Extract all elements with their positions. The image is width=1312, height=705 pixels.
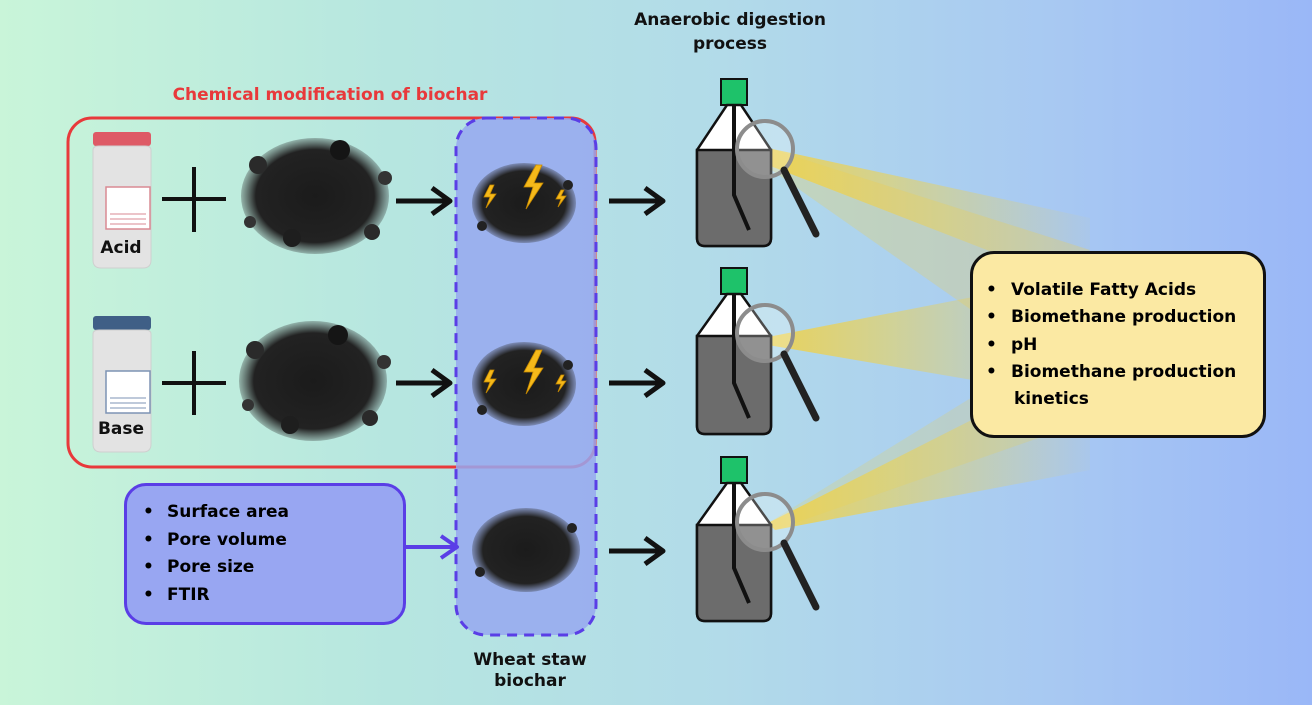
lightning-icon xyxy=(483,164,567,210)
magnifier-icon xyxy=(735,492,820,611)
anaerobic-digestion-title: Anaerobic digestion process xyxy=(600,8,860,56)
arrow-right-icon xyxy=(609,535,666,567)
biochar-pile-icon xyxy=(472,342,576,426)
magnifier-icon xyxy=(735,119,820,238)
arrow-right-icon xyxy=(609,185,666,217)
chemical-modification-title: Chemical modification of biochar xyxy=(172,85,488,105)
wheat-straw-biochar-title: Wheat staw biochar xyxy=(445,650,615,692)
list-item: Biomethane production xyxy=(973,359,1263,387)
characterization-box: Surface area Pore volume Pore size FTIR xyxy=(124,483,406,625)
list-item: Pore size xyxy=(127,554,403,582)
list-item: Pore volume xyxy=(127,527,403,555)
arrow-right-icon xyxy=(396,367,453,399)
base-label: Base xyxy=(97,419,145,439)
list-item-continuation: kinetics xyxy=(1014,389,1089,410)
arrow-right-icon xyxy=(402,534,459,560)
biochar-pile-icon xyxy=(241,138,392,254)
characterization-list: Surface area Pore volume Pore size FTIR xyxy=(127,486,403,609)
anaerobic-digestion-title-line1: Anaerobic digestion xyxy=(634,10,826,30)
list-item: Volatile Fatty Acids xyxy=(973,277,1263,305)
wheat-straw-biochar-title-line1: Wheat staw xyxy=(473,650,587,670)
arrow-right-icon xyxy=(396,185,453,217)
results-box: Volatile Fatty Acids Biomethane producti… xyxy=(970,251,1266,438)
arrow-right-icon xyxy=(609,367,666,399)
magnifier-icon xyxy=(735,303,820,422)
plus-icon xyxy=(162,351,226,415)
list-item: Surface area xyxy=(127,499,403,527)
plus-icon xyxy=(162,167,226,232)
results-list: Volatile Fatty Acids Biomethane producti… xyxy=(973,254,1263,413)
list-item: FTIR xyxy=(127,582,403,610)
wheat-straw-biochar-title-line2: biochar xyxy=(494,671,566,691)
digester-bottle-icon xyxy=(695,267,773,436)
biochar-pile-icon xyxy=(472,508,580,592)
biochar-pile-icon xyxy=(239,321,391,441)
biochar-pile-icon xyxy=(472,163,576,243)
anaerobic-digestion-title-line2: process xyxy=(692,34,768,54)
list-item: pH xyxy=(973,332,1263,360)
list-item: Biomethane production xyxy=(973,304,1263,332)
acid-label: Acid xyxy=(100,238,142,258)
acid-bottle-icon xyxy=(92,132,152,269)
lightning-icon xyxy=(483,349,567,395)
base-bottle-icon xyxy=(92,316,152,453)
